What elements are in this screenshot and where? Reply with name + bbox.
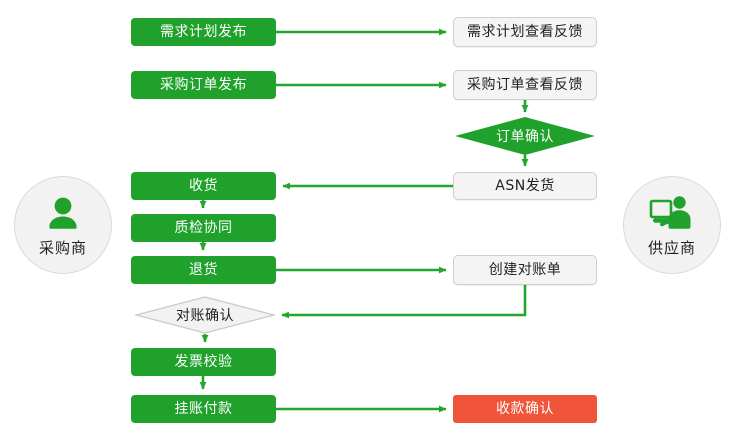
node-purchase-order-feedback[interactable]: 采购订单查看反馈 xyxy=(453,70,597,100)
node-pending-payment[interactable]: 挂账付款 xyxy=(131,395,276,423)
node-demand-plan-feedback-label: 需求计划查看反馈 xyxy=(467,24,583,40)
node-payment-confirm-label: 收款确认 xyxy=(496,401,554,417)
actor-buyer[interactable]: 采购商 xyxy=(14,176,112,274)
node-purchase-order-publish[interactable]: 采购订单发布 xyxy=(131,71,276,99)
node-return-goods-label: 退货 xyxy=(189,262,218,278)
node-purchase-order-publish-label: 采购订单发布 xyxy=(160,77,247,93)
node-invoice-verify[interactable]: 发票校验 xyxy=(131,348,276,376)
node-demand-plan-feedback[interactable]: 需求计划查看反馈 xyxy=(453,17,597,47)
node-asn-shipment-label: ASN发货 xyxy=(495,178,555,194)
actor-buyer-label: 采购商 xyxy=(38,238,87,257)
actor-supplier[interactable]: 供应商 xyxy=(623,176,721,274)
node-quality-collab-label: 质检协同 xyxy=(174,220,233,236)
node-purchase-order-feedback-label: 采购订单查看反馈 xyxy=(467,77,583,93)
node-payment-confirm[interactable]: 收款确认 xyxy=(453,395,597,423)
person-at-computer-icon xyxy=(649,193,695,235)
node-invoice-verify-label: 发票校验 xyxy=(174,354,233,370)
node-statement-confirm-label: 对账确认 xyxy=(176,308,234,324)
node-demand-plan-publish[interactable]: 需求计划发布 xyxy=(131,18,276,46)
node-asn-shipment[interactable]: ASN发货 xyxy=(453,172,597,200)
actor-supplier-label: 供应商 xyxy=(647,238,696,257)
node-demand-plan-publish-label: 需求计划发布 xyxy=(160,24,247,40)
node-order-confirm[interactable]: 订单确认 xyxy=(455,117,595,155)
node-return-goods[interactable]: 退货 xyxy=(131,256,276,284)
node-statement-confirm[interactable]: 对账确认 xyxy=(135,296,275,334)
node-receive-goods[interactable]: 收货 xyxy=(131,172,276,200)
node-order-confirm-label: 订单确认 xyxy=(496,129,554,145)
node-create-statement[interactable]: 创建对账单 xyxy=(453,255,597,285)
node-pending-payment-label: 挂账付款 xyxy=(174,401,233,417)
node-create-statement-label: 创建对账单 xyxy=(488,262,562,278)
person-icon xyxy=(40,193,86,235)
node-quality-collab[interactable]: 质检协同 xyxy=(131,214,276,242)
node-receive-goods-label: 收货 xyxy=(189,178,218,194)
edge-create-statement-to-statement-confirm xyxy=(281,285,527,319)
